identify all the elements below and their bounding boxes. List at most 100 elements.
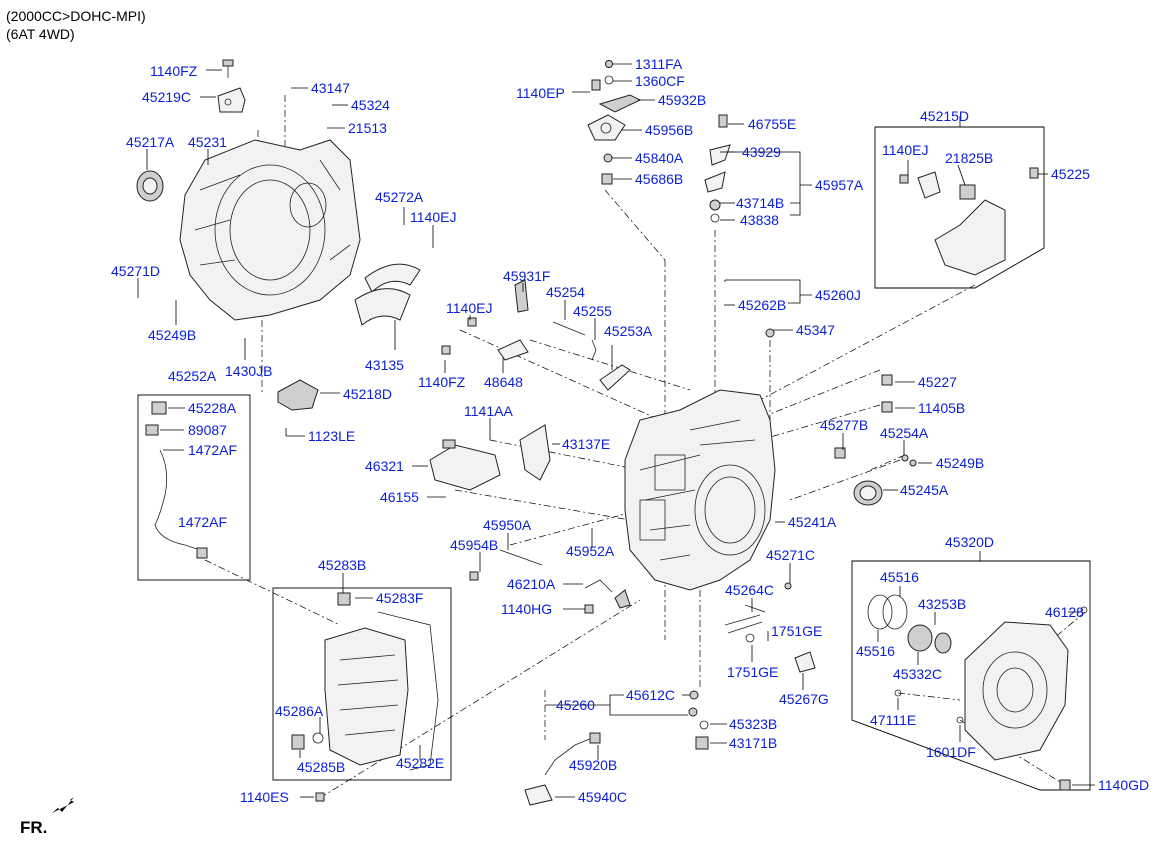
part-label[interactable]: 45217A [126,134,175,150]
part-label[interactable]: 43714B [736,195,784,211]
part-label[interactable]: 45952A [566,543,615,559]
oil-seal-45245a [853,480,883,506]
part-label[interactable]: 45283F [376,590,423,606]
part-label[interactable]: 45931F [503,268,550,284]
part-label[interactable]: 1140ES [240,789,289,805]
part-label[interactable]: 45323B [729,716,777,732]
part-label[interactable]: 45956B [645,122,693,138]
part-label[interactable]: 1140EJ [882,142,928,158]
strainer-46321 [429,439,501,491]
part-label[interactable]: 21513 [348,120,387,136]
part-label[interactable]: 45516 [856,643,895,659]
part-label[interactable]: 45218D [343,386,392,402]
part-label[interactable]: 45277B [820,417,868,433]
part-label[interactable]: 1601DF [926,744,976,760]
part-label[interactable]: 45320D [945,534,994,550]
part-label[interactable]: 45932B [658,92,706,108]
part-label[interactable]: 43147 [311,80,350,96]
part-label[interactable]: 45252A [168,368,217,384]
part-label[interactable]: 45264C [725,582,774,598]
part-label[interactable]: 1140EP [516,85,565,101]
part-label[interactable]: 1751GE [727,664,778,680]
part-label[interactable]: 45267G [779,691,829,707]
part-label[interactable]: 45920B [569,757,617,773]
part-label[interactable]: 11405B [918,400,965,416]
sensor-45920b [524,732,601,806]
part-label[interactable]: 45260 [556,697,595,713]
part-label[interactable]: 1472AF [178,514,227,530]
part-label[interactable]: 1472AF [188,442,237,458]
part-label[interactable]: 45227 [918,374,957,390]
part-label[interactable]: 43135 [365,357,404,373]
part-label[interactable]: 46128 [1045,604,1084,620]
part-label[interactable]: 47111E [870,712,916,728]
part-label[interactable]: 46155 [380,489,419,505]
part-label[interactable]: 46321 [365,458,404,474]
part-label[interactable]: 21825B [945,150,993,166]
part-label[interactable]: 45957A [815,177,864,193]
transmission-case-45241a [624,389,776,591]
part-label[interactable]: 1360CF [635,73,685,89]
part-label[interactable]: 48648 [484,374,523,390]
part-label[interactable]: 45255 [573,303,612,319]
part-label[interactable]: 45516 [880,569,919,585]
part-label[interactable]: 45260J [815,287,861,303]
part-label[interactable]: 45282E [396,755,444,771]
part-label[interactable]: 45940C [578,789,627,805]
oil-pan-45282e [291,592,439,802]
part-label[interactable]: 1141AA [464,403,513,419]
part-label[interactable]: 45324 [351,97,390,113]
part-label[interactable]: 45954B [450,537,498,553]
part-label[interactable]: 45686B [635,171,683,187]
part-label[interactable]: 45254A [880,425,929,441]
part-label[interactable]: 45215D [920,108,969,124]
shift-linkage-center [441,279,631,391]
part-label[interactable]: 45612C [626,687,675,703]
part-label[interactable]: 45245A [900,482,949,498]
part-label[interactable]: 45272A [375,189,424,205]
bolt-1140fz-top [222,59,234,78]
part-label[interactable]: 45950A [483,517,532,533]
part-label[interactable]: 1123LE [308,428,355,444]
part-label[interactable]: 1751GE [771,623,822,639]
part-label[interactable]: 46755E [748,116,796,132]
group-box-45215d [874,126,1045,289]
part-label[interactable]: 45225 [1051,166,1090,182]
part-label[interactable]: 45249B [148,327,196,343]
part-label[interactable]: 45332C [893,666,942,682]
oil-seal-45217a [136,170,164,202]
part-label[interactable]: 1140EJ [410,209,456,225]
part-label[interactable]: 45253A [604,323,653,339]
part-label[interactable]: 45241A [788,514,837,530]
part-label[interactable]: 45285B [297,759,345,775]
part-label[interactable]: 1140FZ [418,374,466,390]
part-label[interactable]: 45271C [766,547,815,563]
part-label[interactable]: 45219C [142,89,191,105]
part-label[interactable]: 45840A [635,150,684,166]
part-label[interactable]: 43137E [562,436,610,452]
part-label[interactable]: 45347 [796,322,835,338]
part-label[interactable]: 45254 [546,284,585,300]
part-label[interactable]: 43253B [918,596,966,612]
bracket-45218d [277,379,319,411]
part-label[interactable]: 45228A [188,400,237,416]
part-label[interactable]: 1430JB [225,363,272,379]
part-label[interactable]: 45249B [936,455,984,471]
part-label[interactable]: 1140FZ [150,63,198,79]
part-label[interactable]: 43838 [740,212,779,228]
part-label[interactable]: 45231 [188,134,227,150]
part-label[interactable]: 45271D [111,263,160,279]
part-label[interactable]: 89087 [188,422,227,438]
part-label[interactable]: 43929 [742,144,781,160]
part-label[interactable]: 1140GD [1098,777,1149,793]
converter-housing-45231 [179,139,361,321]
part-label[interactable]: 45286A [275,703,324,719]
part-label[interactable]: 1140HG [501,601,552,617]
part-label[interactable]: 45262B [738,297,786,313]
part-label[interactable]: 1140EJ [446,300,492,316]
part-label[interactable]: 45283B [318,557,366,573]
part-label[interactable]: 46210A [507,576,556,592]
right-bolts [765,328,917,467]
part-label[interactable]: 1311FA [635,56,683,72]
part-label[interactable]: 43171B [729,735,777,751]
